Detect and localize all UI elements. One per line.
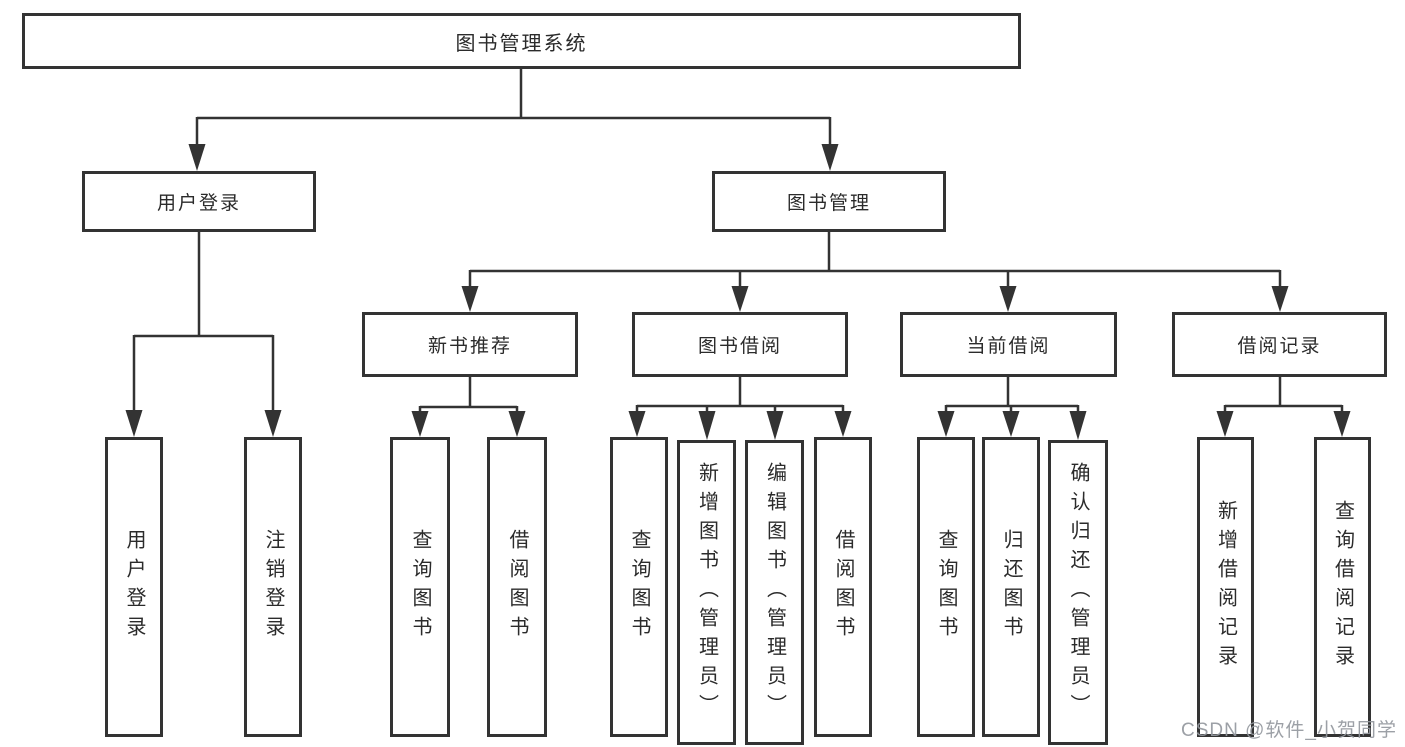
arrowheads xyxy=(125,144,1351,440)
leaf-borrow-books: 借阅图书 xyxy=(814,437,872,737)
leaf-add-borrow-record: 新增借阅记录 xyxy=(1197,437,1254,737)
node-user-login: 用户登录 xyxy=(82,171,316,232)
leaf-logout: 注销登录 xyxy=(244,437,302,737)
node-new-book-recommend: 新书推荐 xyxy=(362,312,578,377)
leaf-add-books-admin: 新增图书（管理员） xyxy=(677,440,736,745)
leaf-recommend-borrow-books: 借阅图书 xyxy=(487,437,547,737)
leaf-current-query-books: 查询图书 xyxy=(917,437,975,737)
node-library-management-system: 图书管理系统 xyxy=(22,13,1021,69)
node-borrow-records: 借阅记录 xyxy=(1172,312,1387,377)
leaf-recommend-query-books: 查询图书 xyxy=(390,437,450,737)
node-book-management: 图书管理 xyxy=(712,171,946,232)
leaf-user-login: 用户登录 xyxy=(105,437,163,737)
node-book-borrow: 图书借阅 xyxy=(632,312,848,377)
leaf-borrow-query-books: 查询图书 xyxy=(610,437,668,737)
leaf-edit-books-admin: 编辑图书（管理员） xyxy=(745,440,804,745)
node-current-borrow: 当前借阅 xyxy=(900,312,1117,377)
watermark-text: CSDN @软件_小贺同学 xyxy=(1181,720,1397,741)
leaf-query-borrow-record: 查询借阅记录 xyxy=(1314,437,1371,737)
leaf-return-books: 归还图书 xyxy=(982,437,1040,737)
leaf-confirm-return-admin: 确认归还（管理员） xyxy=(1048,440,1108,745)
